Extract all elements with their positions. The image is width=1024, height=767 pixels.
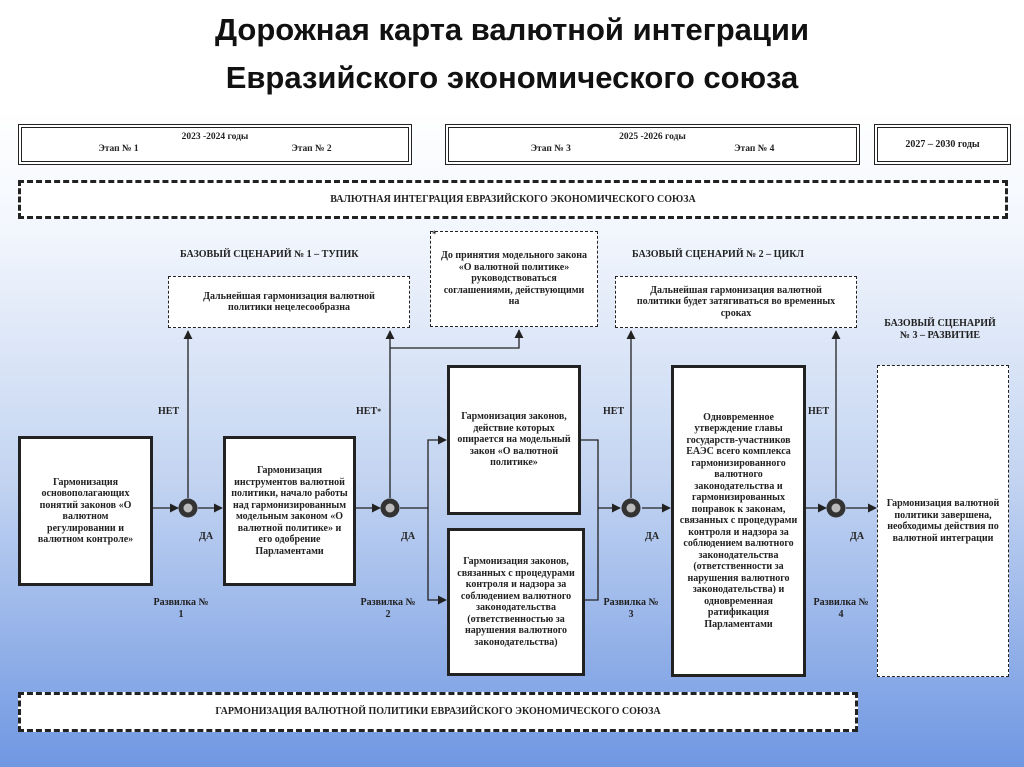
fork-3-label: Развилка № 3 xyxy=(602,597,660,621)
period-years: 2023 -2024 годы xyxy=(181,132,249,142)
fork-3-label-text: Развилка № 3 xyxy=(603,597,659,620)
arrow-fork2-s3a xyxy=(400,435,447,509)
stage-label: Этап № 1 xyxy=(98,144,139,154)
fork-4-label-text: Развилка № 4 xyxy=(813,597,869,620)
fork-4-label: Развилка № 4 xyxy=(812,597,870,621)
no-label-2-text: НЕТ xyxy=(356,406,378,417)
step-4-text: Одновременное утверждение главы государс… xyxy=(679,411,798,630)
scenario-1-title: БАЗОВЫЙ СЦЕНАРИЙ № 1 – ТУПИК xyxy=(180,249,359,260)
fork-3-node-inner xyxy=(626,503,636,513)
yes-label-1: ДА xyxy=(199,531,214,542)
step-1-box: Гармонизация основополагающих понятий за… xyxy=(18,436,153,586)
step-3a-box: Гармонизация законов, действие которых о… xyxy=(447,365,581,515)
title-line-1: Дорожная карта валютной интеграции xyxy=(214,12,810,47)
arrow-s3a-fork3 xyxy=(580,439,621,513)
yes-label-4: ДА xyxy=(850,531,865,542)
fork-2-node-inner xyxy=(385,503,395,513)
period-years: 2027 – 2030 годы xyxy=(905,138,980,150)
scenario-3-title: БАЗОВЫЙ СЦЕНАРИЙ № 3 – РАЗВИТИЕ xyxy=(880,318,1000,342)
banner-top-text: ВАЛЮТНАЯ ИНТЕГРАЦИЯ ЕВРАЗИЙСКОГО ЭКОНОМИ… xyxy=(330,193,696,205)
arrow-fork2-s3b xyxy=(427,508,447,605)
step-2-box: Гармонизация инструментов валютной полит… xyxy=(223,436,356,586)
no-label-4: НЕТ xyxy=(808,406,830,417)
yes-label-2: ДА xyxy=(401,531,416,542)
stage-label: Этап № 3 xyxy=(530,144,571,154)
no-label-2: НЕТ* xyxy=(356,406,381,418)
note-box: До принятия модельного закона «О валютно… xyxy=(430,231,598,327)
scenario-2-title: БАЗОВЫЙ СЦЕНАРИЙ № 2 – ЦИКЛ xyxy=(632,249,804,260)
note-text: До принятия модельного закона «О валютно… xyxy=(441,250,587,308)
title-line-2: Евразийского экономического союза xyxy=(225,60,799,95)
scenario-3-box: Гармонизация валютной политики завершена… xyxy=(877,365,1009,677)
stage-label: Этап № 2 xyxy=(291,144,332,154)
page-title: Дорожная карта валютной интеграции Евраз… xyxy=(0,6,1024,102)
scenario-1-text: Дальнейшая гармонизация валютной политик… xyxy=(203,290,375,314)
banner-bottom-text: ГАРМОНИЗАЦИЯ ВАЛЮТНОЙ ПОЛИТИКИ ЕВРАЗИЙСК… xyxy=(215,706,661,718)
banner-currency-policy-harmonization: ГАРМОНИЗАЦИЯ ВАЛЮТНОЙ ПОЛИТИКИ ЕВРАЗИЙСК… xyxy=(18,692,858,732)
no-label-1: НЕТ xyxy=(158,406,180,417)
step-1-text: Гармонизация основополагающих понятий за… xyxy=(37,476,134,546)
scenario-3-text: Гармонизация валютной политики завершена… xyxy=(886,498,1000,544)
fork-4-node-inner xyxy=(831,503,841,513)
period-2025-2026: 2025 -2026 годы Этап № 3 Этап № 4 xyxy=(445,124,860,165)
step-3b-text: Гармонизация законов, связанных с процед… xyxy=(457,556,575,648)
yes-label-3: ДА xyxy=(645,531,660,542)
step-4-box: Одновременное утверждение главы государс… xyxy=(671,365,806,677)
stage-label: Этап № 4 xyxy=(734,144,775,154)
no-label-3: НЕТ xyxy=(603,406,625,417)
fork-1-label: Развилка № 1 xyxy=(152,597,210,621)
banner-currency-integration: ВАЛЮТНАЯ ИНТЕГРАЦИЯ ЕВРАЗИЙСКОГО ЭКОНОМИ… xyxy=(18,180,1008,219)
note-star: * xyxy=(432,229,437,239)
no-label-2-star: * xyxy=(377,407,382,416)
period-2023-2024: 2023 -2024 годы Этап № 1 Этап № 2 xyxy=(18,124,412,165)
scenario-1-box: Дальнейшая гармонизация валютной политик… xyxy=(168,276,410,328)
fork-2-label-text: Развилка № 2 xyxy=(360,597,416,620)
step-3a-text: Гармонизация законов, действие которых о… xyxy=(457,411,571,469)
fork-1-label-text: Развилка № 1 xyxy=(153,597,209,620)
period-years: 2025 -2026 годы xyxy=(619,132,686,142)
period-2027-2030: 2027 – 2030 годы xyxy=(874,124,1011,165)
fork-2-label: Развилка № 2 xyxy=(359,597,417,621)
fork-nodes xyxy=(178,498,846,518)
scenario-3-title-text: БАЗОВЫЙ СЦЕНАРИЙ № 3 – РАЗВИТИЕ xyxy=(884,318,996,341)
arrow-fork2-note xyxy=(390,329,524,349)
step-2-text: Гармонизация инструментов валютной полит… xyxy=(231,465,348,557)
fork-1-node-inner xyxy=(183,503,193,513)
line-s3b-fork3 xyxy=(585,508,599,601)
step-3b-box: Гармонизация законов, связанных с процед… xyxy=(447,528,585,676)
scenario-2-text: Дальнейшая гармонизация валютной политик… xyxy=(636,284,836,319)
scenario-2-box: Дальнейшая гармонизация валютной политик… xyxy=(615,276,857,328)
